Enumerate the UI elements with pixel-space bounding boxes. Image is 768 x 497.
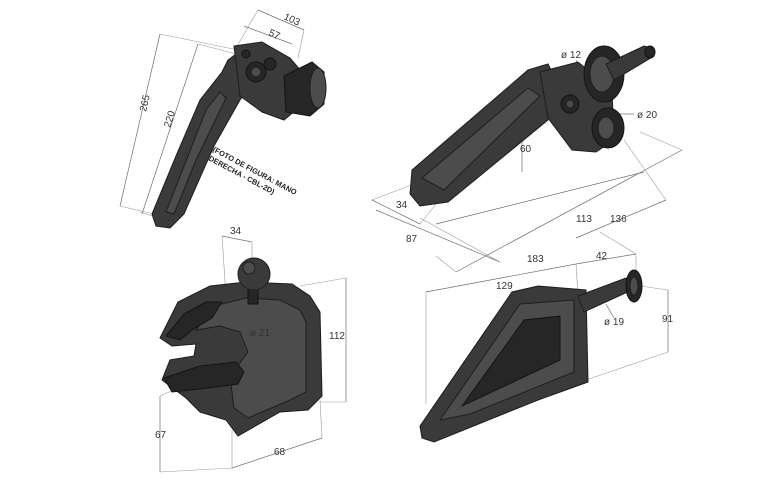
dim-line-42 xyxy=(575,253,637,265)
label-dim-34-part3: 34 xyxy=(230,226,242,237)
label-dim-87: 87 xyxy=(406,234,418,245)
dim-line-113 xyxy=(435,171,645,225)
dim-line-129 xyxy=(425,263,577,293)
label-dim-diameter-21: ø 21 xyxy=(250,328,270,339)
dim-line-265 xyxy=(119,33,161,207)
dim-line-34b xyxy=(371,199,421,225)
label-dim-68: 68 xyxy=(274,447,286,458)
dim-line-68 xyxy=(231,437,323,469)
label-dim-91: 91 xyxy=(662,314,674,325)
dim-line-183 xyxy=(455,149,683,273)
part-lever-roller xyxy=(119,9,327,229)
label-dim-183: 183 xyxy=(527,254,544,265)
label-dim-diameter-20: ø 20 xyxy=(637,110,657,121)
dim-line-136 xyxy=(575,199,667,239)
label-dim-67: 67 xyxy=(155,430,167,441)
dim-line-57 xyxy=(243,25,293,45)
part-flat-lever-pin xyxy=(371,45,683,273)
dim-line-220 xyxy=(141,43,199,215)
label-dim-103: 103 xyxy=(282,12,302,29)
figure-note-line1: (FOTO DE FIGURA: MANO xyxy=(211,145,298,197)
label-dim-diameter-19: ø 19 xyxy=(604,317,624,328)
label-dim-60: 60 xyxy=(520,144,532,155)
label-dim-265: 265 xyxy=(138,94,153,113)
label-dim-220: 220 xyxy=(162,109,178,129)
dim-line-103 xyxy=(257,9,305,31)
label-dim-diameter-12: ø 12 xyxy=(561,50,581,61)
label-dim-136: 136 xyxy=(610,214,627,225)
part-triangular-plate-pin xyxy=(419,231,669,443)
label-dim-129: 129 xyxy=(496,281,513,292)
label-dim-113: 113 xyxy=(576,214,592,225)
dim-line-87 xyxy=(375,209,501,263)
dim-line-34c xyxy=(221,235,253,243)
label-dim-34-part2: 34 xyxy=(396,200,408,211)
part-curved-block-ball xyxy=(159,235,347,473)
label-dim-57: 57 xyxy=(267,28,282,43)
label-dim-42: 42 xyxy=(596,251,608,262)
label-dim-112: 112 xyxy=(329,331,345,342)
